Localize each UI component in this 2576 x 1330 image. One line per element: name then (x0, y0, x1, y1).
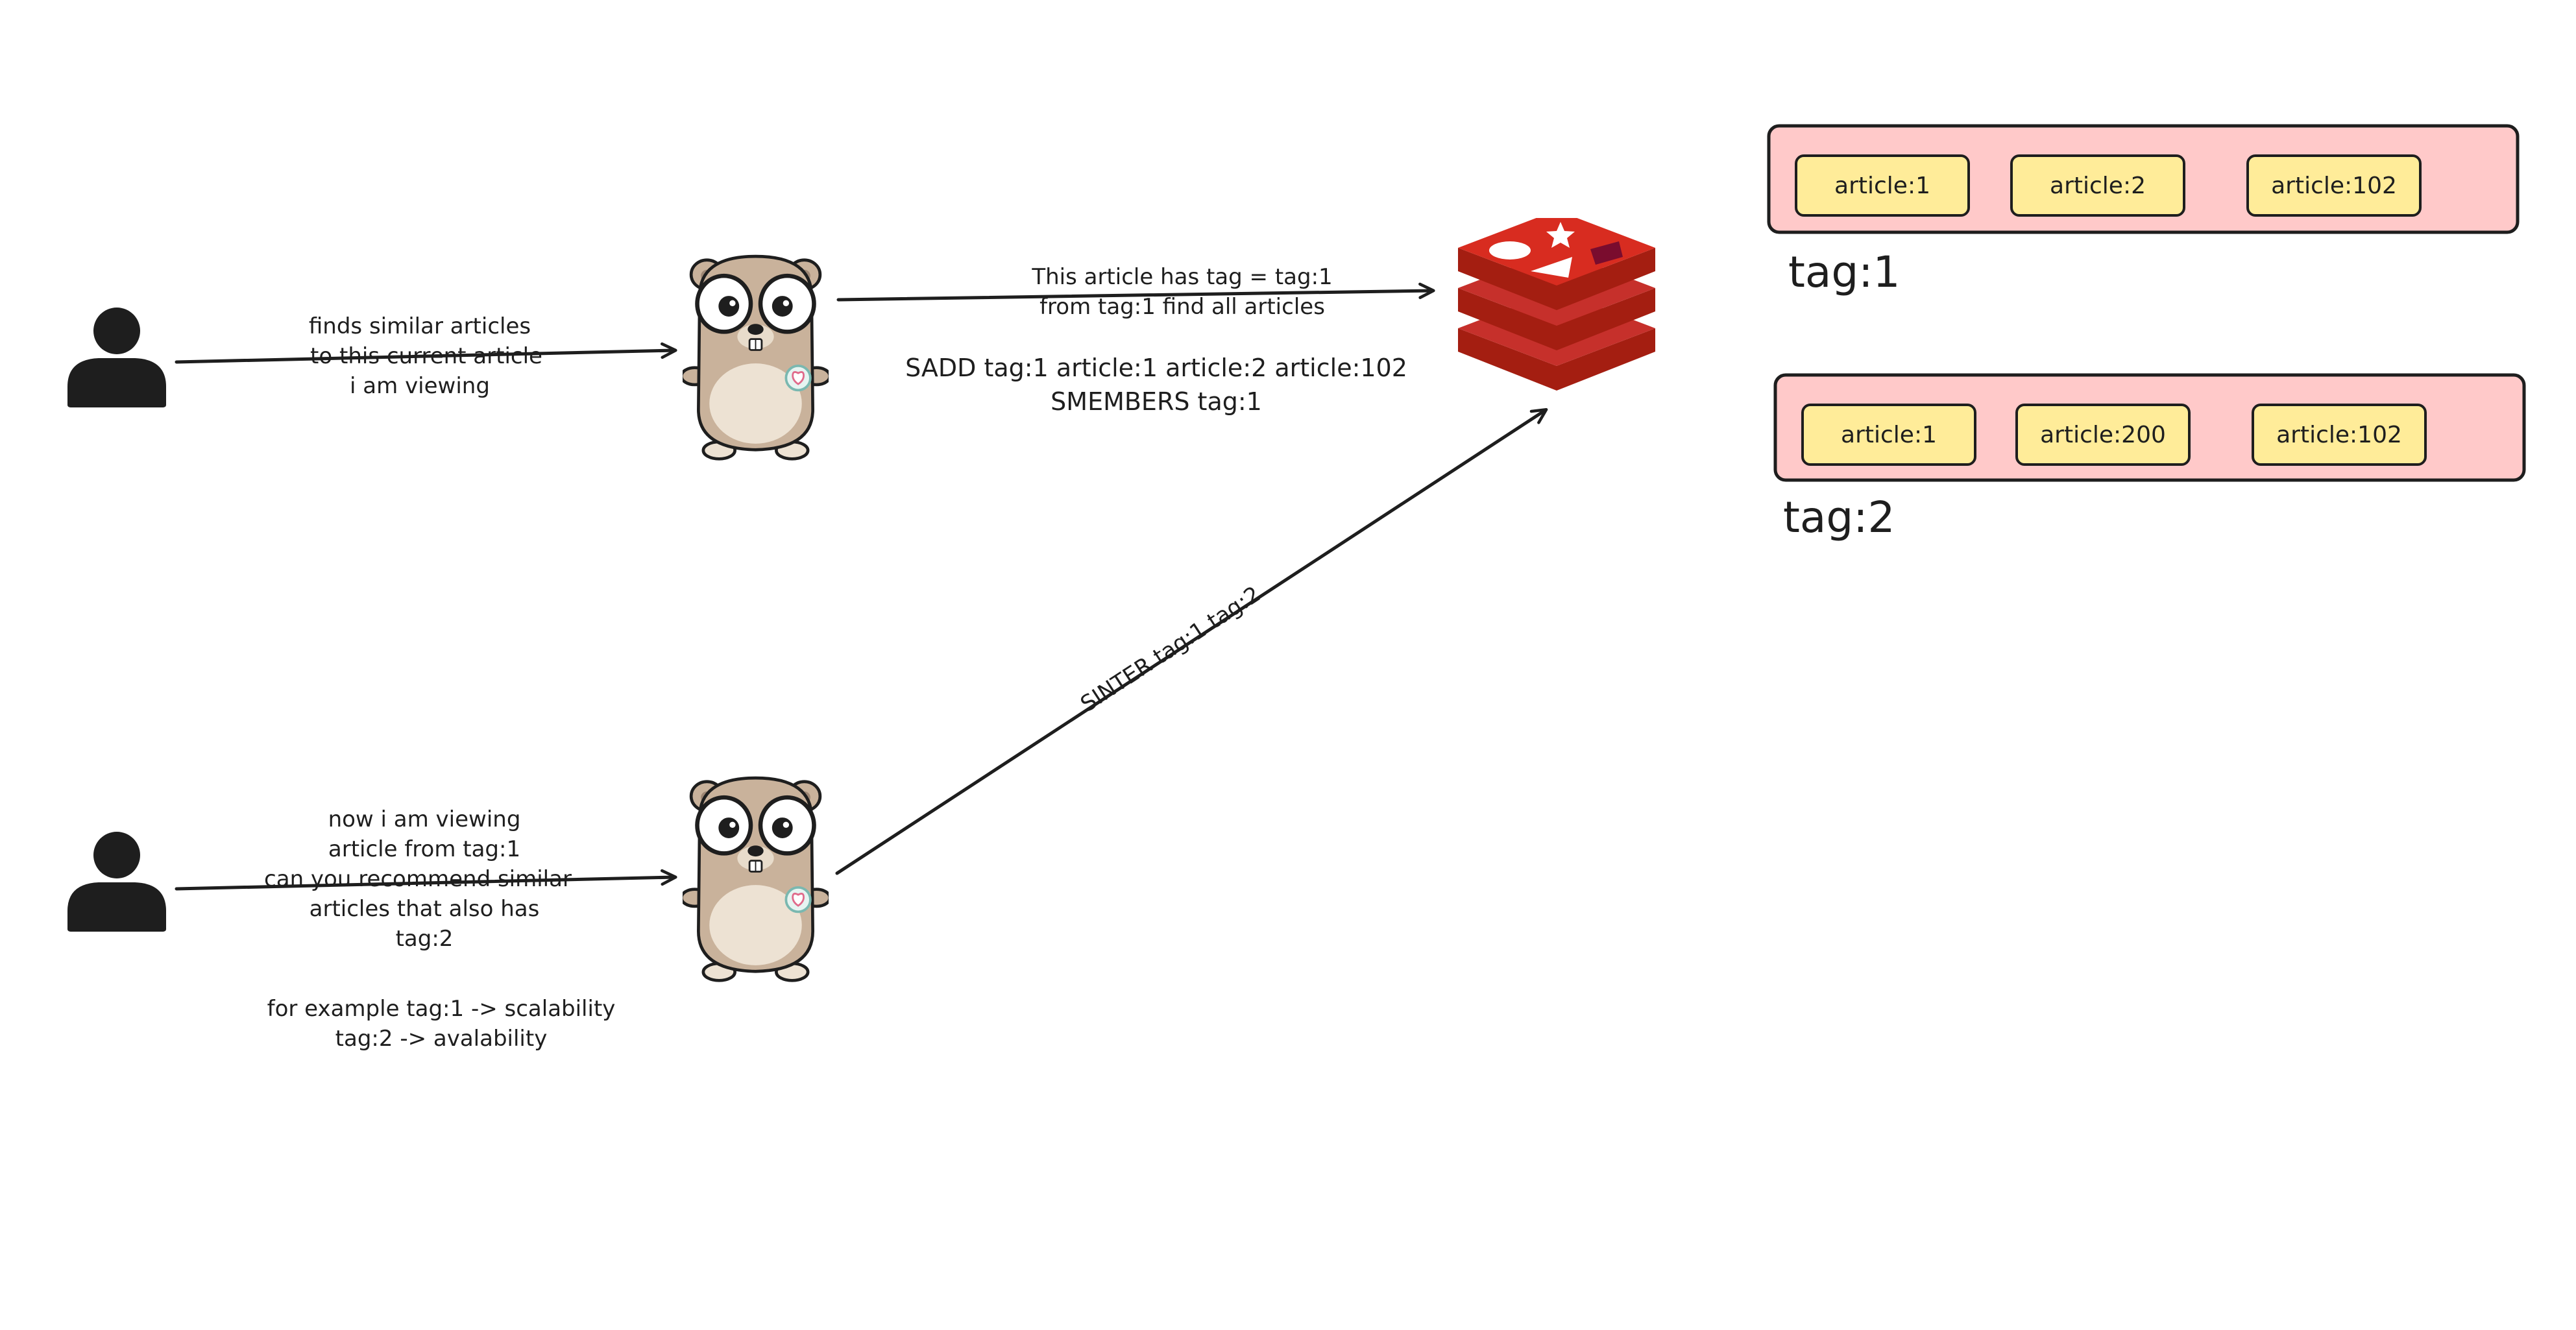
gopher-service-icon-flow2 (681, 778, 830, 980)
user-icon-flow1 (67, 308, 166, 407)
svg-text:SADD tag:1 article:1 article:2: SADD tag:1 article:1 article:2 article:1… (905, 354, 1407, 382)
user-icon-flow2 (67, 832, 166, 932)
query-description-label: This article has tag = tag:1 from tag:1 … (1031, 264, 1332, 320)
set-member: article:102 (2246, 154, 2422, 217)
svg-text:articles that also has: articles that also has (310, 896, 540, 922)
sinter-command-label: SINTER tag:1 tag:2 (1076, 581, 1265, 718)
arrow-user-to-gopher-flow1 (175, 342, 677, 364)
arrow-gopher-to-redis-flow1 (836, 282, 1435, 302)
set-member: article:1 (1795, 154, 1970, 217)
set-tag2-name: tag:2 (1783, 492, 1895, 542)
svg-text:article:1: article:1 (1834, 173, 1930, 199)
arrow-gopher-to-redis-flow2 (835, 408, 1548, 875)
redis-icon (1458, 218, 1655, 391)
set-member: article:1 (1801, 404, 1976, 466)
set-tag1-container: article:1 article:2 article:102 (1767, 124, 2520, 234)
svg-text:This article has tag = tag:1: This article has tag = tag:1 (1031, 264, 1332, 290)
set-tag2-container: article:1 article:200 article:102 (1773, 373, 2526, 482)
svg-text:can you recommend similar: can you recommend similar (264, 866, 572, 892)
example-note: for example tag:1 -> scalability tag:2 -… (267, 996, 616, 1052)
svg-text:i am viewing: i am viewing (350, 373, 490, 399)
svg-text:now i am viewing: now i am viewing (328, 806, 521, 832)
svg-text:article from tag:1: article from tag:1 (328, 836, 520, 862)
user-request-label-flow2: now i am viewing article from tag:1 can … (264, 806, 572, 952)
gopher-service-icon-flow1 (681, 256, 830, 459)
svg-text:from tag:1 find all articles: from tag:1 find all articles (1039, 294, 1325, 320)
arrow-user-to-gopher-flow2 (175, 869, 677, 891)
svg-text:for example tag:1 -> scalabili: for example tag:1 -> scalability (267, 996, 616, 1022)
svg-text:tag:2 -> avalability: tag:2 -> avalability (335, 1026, 548, 1052)
svg-text:article:2: article:2 (2050, 173, 2146, 199)
svg-text:article:102: article:102 (2276, 422, 2402, 448)
set-tag1-name: tag:1 (1788, 247, 1900, 297)
set-member: article:200 (2015, 404, 2191, 466)
svg-text:article:102: article:102 (2271, 173, 2397, 199)
svg-text:SMEMBERS tag:1: SMEMBERS tag:1 (1051, 387, 1262, 416)
set-member: article:102 (2252, 404, 2427, 466)
redis-commands-label: SADD tag:1 article:1 article:2 article:1… (905, 354, 1407, 416)
svg-text:finds similar articles: finds similar articles (309, 313, 531, 339)
svg-text:tag:2: tag:2 (396, 926, 454, 952)
set-member: article:2 (2010, 154, 2185, 217)
svg-text:article:1: article:1 (1841, 422, 1937, 448)
svg-text:article:200: article:200 (2040, 422, 2166, 448)
